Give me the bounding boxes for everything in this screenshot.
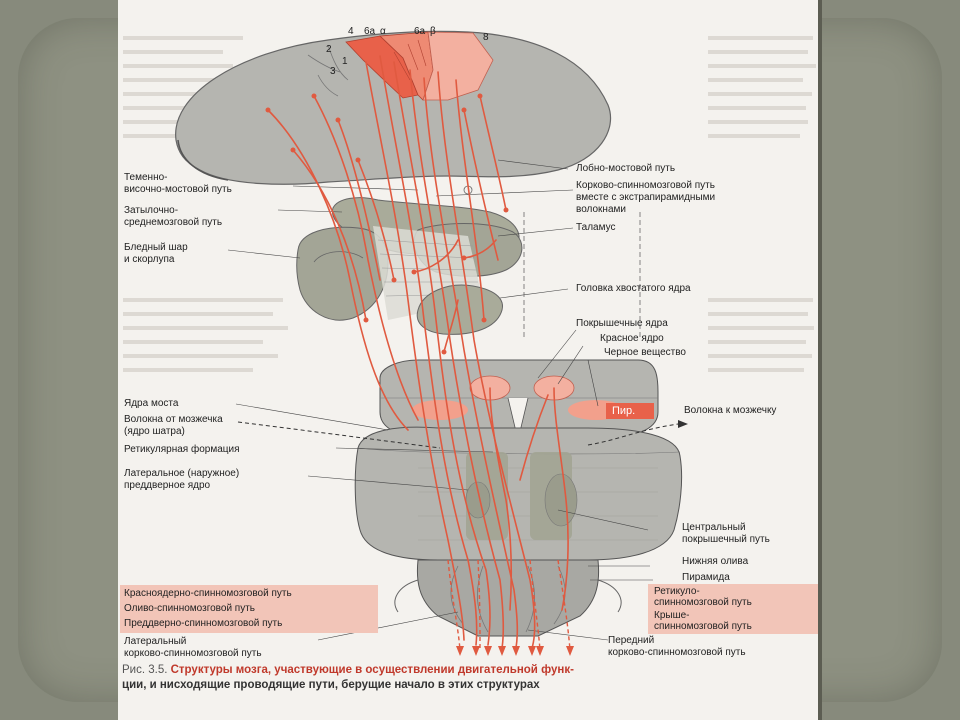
cortex-number-1: 1 [342,56,348,67]
medulla [416,559,600,637]
label-inferior-olive: Нижняя олива [682,556,749,567]
pathway-arrows [456,646,574,656]
label-anterior-cst-2: корково-спинномозговой путь [608,647,746,658]
label-corticospinal-3: волокнами [576,204,626,215]
label-occipital-2: среднемозговой путь [124,217,223,228]
to-cerebellum-line [587,423,679,446]
descending-tracts-box-left [120,585,378,633]
label-temporoparietal-2: височно-мостовой путь [124,184,232,195]
label-pallidum: Бледный шар [124,242,188,253]
pons [354,426,683,561]
label-pallidum-2: и скорлупа [124,254,175,265]
cortex-alpha: α [380,26,386,37]
label-reticular: Ретикулярная формация [124,444,240,455]
cortex-beta: β [430,26,436,37]
label-central-tegmental: Центральный [682,522,746,533]
label-occipital: Затылочно- [124,205,179,216]
cortex-number-6a: 6а [364,26,376,37]
cortex-area-8 [422,31,494,101]
leader-lines [227,159,653,641]
label-red-nucleus: Красное ядро [600,333,664,344]
cerebellar-dashed-line [237,421,441,449]
box-rubrospinal: Красноядерно-спинномозговой путь [124,588,292,599]
substantia-nigra [412,400,468,420]
label-frontopontine: Лобно-мостовой путь [576,163,676,174]
pyr-label-box [606,403,654,419]
caption-figure-number: Рис. 3.5. [122,664,168,676]
cortex-number-6b: 6а [414,26,426,37]
cortex-number-2: 2 [326,44,332,55]
label-to-cerebellum: Волокна к мозжечку [684,405,777,416]
label-corticospinal: Корково-спинномозговой путь [576,180,715,191]
box-vestibulospinal: Преддверно-спинномозговой путь [124,618,283,629]
central-tegmental-tract [544,473,578,527]
label-tectal: Покрышечные ядра [576,318,668,329]
label-corticospinal-2: вместе с экстрапирамидными [576,192,716,203]
label-vestibular-2: преддверное ядро [124,480,211,491]
pyr-label: Пир. [612,405,636,417]
box-tectospinal-2: спинномозговой путь [654,621,752,632]
descending-pathways [267,55,569,649]
cortex-number-4: 4 [348,26,354,37]
label-pyramid: Пирамида [682,572,730,583]
caudate-head [416,284,503,335]
label-central-tegmental-2: покрышечный путь [682,534,770,545]
caption-line-2: ции, и нисходящие проводящие пути, берущ… [122,679,540,691]
page-edge-shadow [818,0,822,720]
label-substantia-nigra: Черное вещество [604,347,686,358]
box-reticulospinal-2: спинномозговой путь [654,597,752,608]
label-vestibular: Латеральное (наружное) [124,468,240,479]
label-cerebellar-fibers: Волокна от мозжечка [124,414,223,425]
cortex-number-8: 8 [483,32,489,43]
textbook-page: 4 6а α 6а β 8 2 1 3 Теменно- височно-мос… [118,0,820,720]
descending-tracts-box-right [648,584,818,634]
box-olivospinal: Оливо-спинномозговой путь [124,603,256,614]
cortex-number-3: 3 [330,66,336,77]
box-tectospinal: Крыше- [654,610,690,621]
dashed-pathways [447,559,571,651]
brain-diagram [123,30,816,656]
box-reticulospinal: Ретикуло- [654,586,700,597]
caption-line-1: Структуры мозга, участвующие в осуществл… [167,664,574,676]
label-temporoparietal: Теменно- [124,172,168,183]
pathway-dots [265,93,509,355]
lentiform-nucleus [296,226,389,321]
label-lateral-cst: Латеральный [124,636,187,647]
label-pons-nuclei: Ядра моста [124,398,179,409]
label-caudate: Головка хвостатого ядра [576,283,691,294]
label-lateral-cst-2: корково-спинномозговой путь [124,648,262,659]
label-cerebellar-fibers-2: (ядро шатра) [124,426,185,437]
figure-caption: Рис. 3.5. Структуры мозга, участвующие в… [122,663,817,693]
cerebral-hemisphere [175,30,612,185]
label-thalamus: Таламус [576,222,616,233]
label-anterior-cst: Передний [608,635,655,646]
